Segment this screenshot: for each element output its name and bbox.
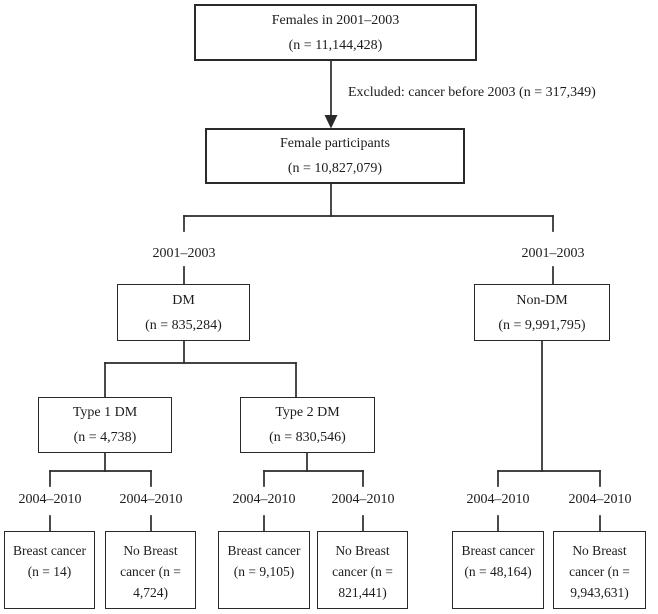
node-count: (n = 10,827,079): [287, 161, 383, 176]
node-label: Breast cancer: [12, 543, 87, 558]
node-label: cancer (n =: [332, 564, 393, 579]
node-nondm-no-breast-cancer: No Breast cancer (n = 9,943,631): [553, 531, 646, 609]
node-label: No Breast: [335, 543, 390, 558]
node-type2-dm: Type 2 DM (n = 830,546): [240, 397, 375, 453]
followup-period-label: 2004–2010: [16, 492, 84, 508]
node-count: 4,724): [133, 585, 168, 600]
node-count: (n = 9,991,795): [498, 317, 586, 333]
followup-period-label: 2004–2010: [566, 492, 634, 508]
node-label: Type 2 DM: [275, 405, 340, 420]
node-type1-breast-cancer: Breast cancer (n = 14): [4, 531, 95, 609]
node-dm: DM (n = 835,284): [117, 284, 250, 341]
node-count: (n = 14): [27, 564, 72, 579]
node-label: cancer (n =: [569, 564, 630, 579]
node-label: Breast cancer: [461, 543, 535, 558]
node-type1-no-breast-cancer: No Breast cancer (n = 4,724): [105, 531, 196, 609]
node-label: No Breast: [123, 543, 178, 558]
node-count: (n = 830,546): [269, 430, 346, 445]
node-label: DM: [172, 292, 195, 308]
followup-period-label: 2004–2010: [117, 492, 185, 508]
node-nondm-breast-cancer: Breast cancer (n = 48,164): [452, 531, 544, 609]
followup-period-label: 2004–2010: [329, 492, 397, 508]
exclusion-note: Excluded: cancer before 2003 (n = 317,34…: [348, 85, 596, 100]
node-label: No Breast: [572, 543, 627, 558]
node-female-participants: Female participants (n = 10,827,079): [205, 128, 465, 184]
node-count: (n = 9,105): [233, 564, 295, 579]
node-label: Female participants: [279, 136, 391, 151]
node-label: Females in 2001–2003: [271, 12, 400, 28]
node-type2-breast-cancer: Breast cancer (n = 9,105): [218, 531, 310, 609]
node-count: (n = 48,164): [464, 564, 532, 579]
node-source-population: Females in 2001–2003 (n = 11,144,428): [194, 4, 477, 61]
node-label: Type 1 DM: [72, 405, 138, 420]
followup-period-label: 2004–2010: [230, 492, 298, 508]
baseline-period-label-dm: 2001–2003: [150, 246, 218, 262]
followup-period-label: 2004–2010: [464, 492, 532, 508]
node-label: cancer (n =: [120, 564, 181, 579]
node-label: Breast cancer: [227, 543, 301, 558]
node-count: 821,441): [338, 585, 387, 600]
node-count: 9,943,631): [570, 585, 629, 600]
node-type2-no-breast-cancer: No Breast cancer (n = 821,441): [317, 531, 408, 609]
node-count: (n = 4,738): [73, 430, 137, 445]
node-count: (n = 835,284): [145, 317, 222, 333]
node-count: (n = 11,144,428): [288, 37, 383, 53]
baseline-period-label-nondm: 2001–2003: [519, 246, 587, 262]
node-label: Non-DM: [516, 292, 568, 308]
node-non-dm: Non-DM (n = 9,991,795): [474, 284, 610, 341]
node-type1-dm: Type 1 DM (n = 4,738): [38, 397, 172, 453]
